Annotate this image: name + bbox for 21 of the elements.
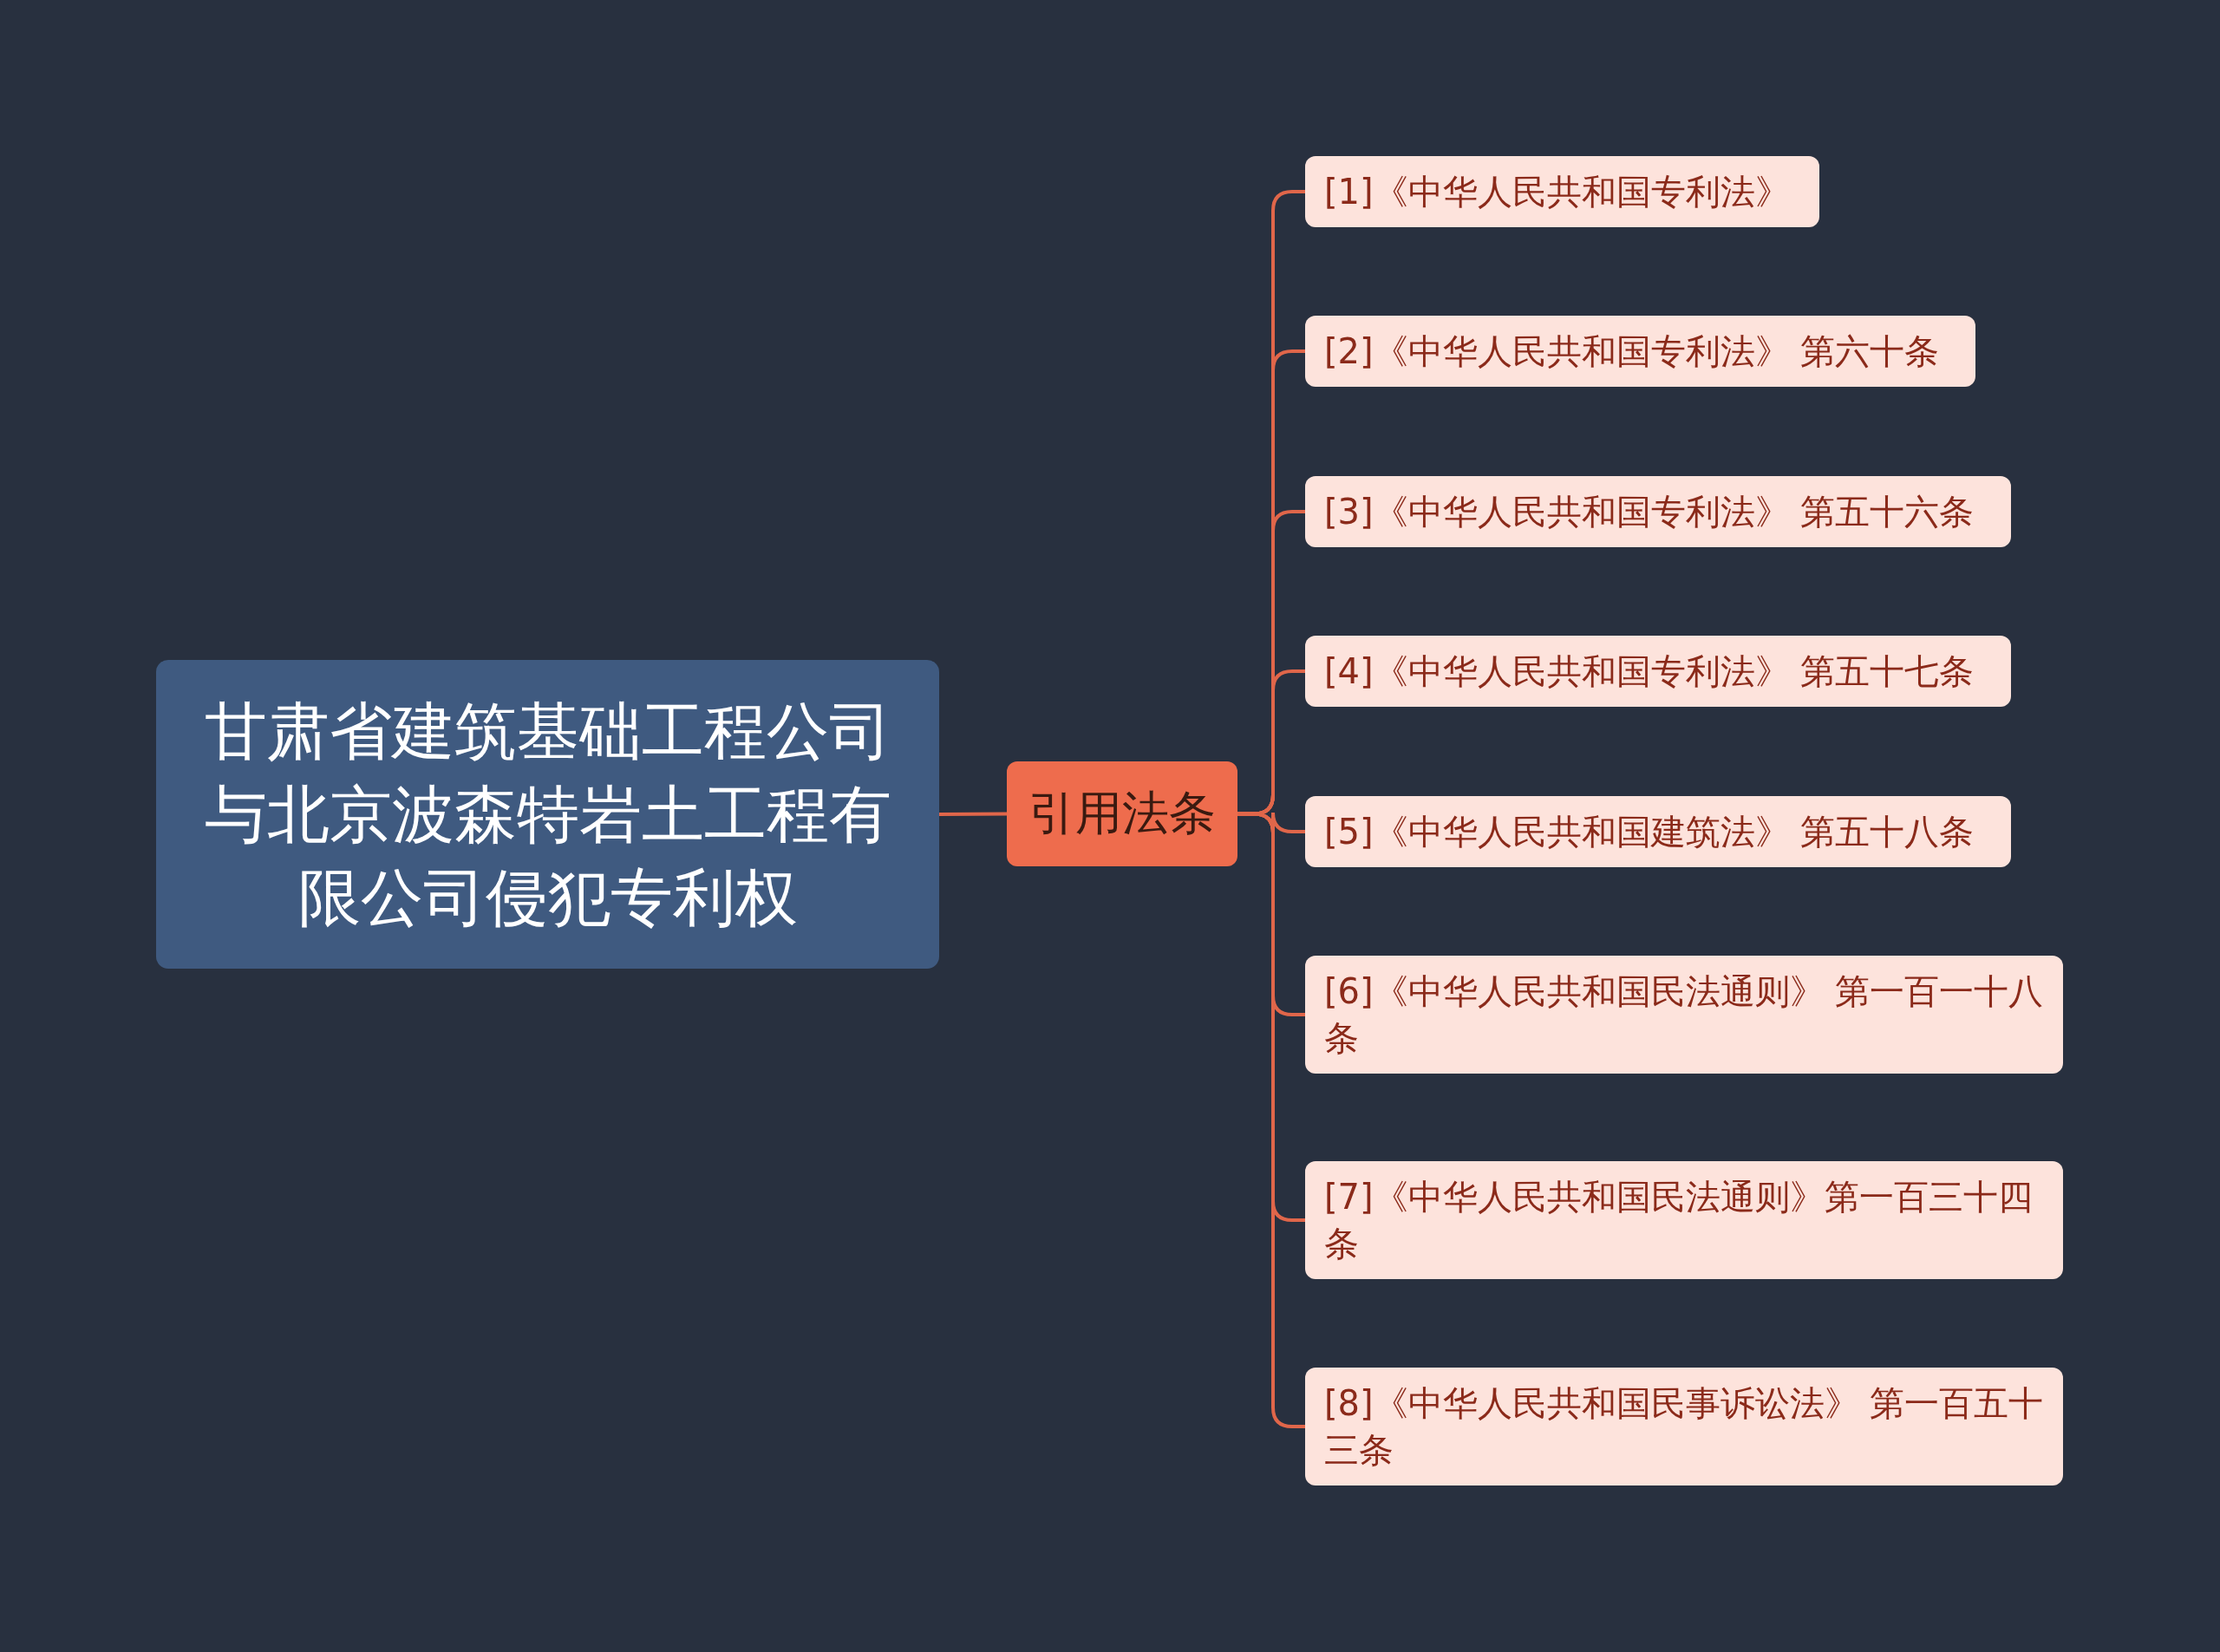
citation-text: [8]《中华人民共和国民事诉讼法》 第一百五十三条 (1324, 1382, 2044, 1472)
citation-box (1305, 316, 1975, 387)
citation-text: [7]《中华人民共和国民法通则》第一百三十四条 (1324, 1176, 2034, 1265)
citation-box (1305, 476, 2011, 547)
branch-text: 引用法条 (1028, 785, 1216, 842)
topic-box (156, 660, 939, 969)
citation-text: [4]《中华人民共和国专利法》 第五十七条 (1324, 650, 1975, 693)
topic-text: 甘肃省建筑基础工程公司与北京波森特岩土工程有限公司侵犯专利权 (203, 694, 892, 936)
citation-box (1305, 156, 1819, 227)
citation-text: [6]《中华人民共和国民法通则》 第一百一十八条 (1324, 970, 2044, 1060)
citation-box (1305, 796, 2011, 867)
citation-box (1305, 1161, 2063, 1279)
citation-box (1305, 1368, 2063, 1485)
connector-line (939, 812, 1007, 816)
citation-text: [3]《中华人民共和国专利法》 第五十六条 (1324, 491, 1975, 533)
citation-text: [1]《中华人民共和国专利法》 (1324, 171, 1790, 213)
branch-box (1007, 761, 1237, 866)
citation-text: [5]《中华人民共和国建筑法》 第五十八条 (1324, 811, 1975, 853)
citation-text: [2]《中华人民共和国专利法》 第六十条 (1324, 330, 1940, 373)
citation-box (1305, 956, 2063, 1074)
citation-box (1305, 636, 2011, 707)
